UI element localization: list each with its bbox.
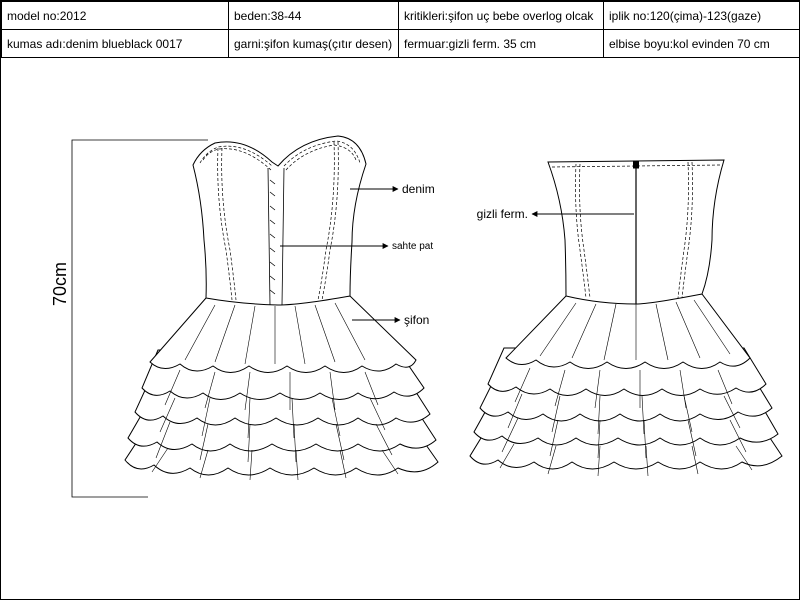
front-view [71,135,439,498]
sahte-pat-callout-label: sahte pat [392,241,433,252]
zipper-callout-label: gizli ferm. [477,207,528,221]
front-placket-marks [269,179,276,295]
back-view [469,159,783,477]
front-bodice [192,135,367,306]
back-tier-1 [505,293,751,369]
size-cell: beden:38-44 [228,1,399,30]
model-no-cell: model no:2012 [1,1,229,30]
spec-row: kumas adı:denim blueblack 0017 garni:şif… [1,29,800,58]
back-skirt [469,293,783,477]
back-right-princess-seam [677,161,693,299]
spec-row: model no:2012 beden:38-44 kritikleri:şif… [1,1,800,30]
garment-drawing: 70cm denim sahte pat şifon [50,135,783,498]
front-skirt-gather-lines [151,302,399,481]
front-tier-1 [149,295,417,373]
front-left-princess-seam [217,147,237,301]
length-label: 70cm [50,262,70,306]
zipper-pull-icon [633,160,639,169]
spec-table: model no:2012 beden:38-44 kritikleri:şif… [1,1,800,58]
zipper-cell: fermuar:gizli ferm. 35 cm [398,29,604,58]
thread-no-cell: iplik no:120(çima)-123(gaze) [603,1,800,30]
trim-cell: garni:şifon kumaş(çıtır desen) [228,29,399,58]
back-skirt-gather-lines [499,299,753,477]
denim-callout-label: denim [402,182,435,196]
front-skirt [124,295,439,481]
sifon-callout-label: şifon [404,313,429,327]
length-dimension-line [71,139,208,498]
front-faux-placket [267,167,285,306]
back-left-princess-seam [575,163,591,299]
fabric-name-cell: kumas adı:denim blueblack 0017 [1,29,229,58]
front-right-princess-seam [317,141,339,301]
back-bodice [547,159,725,305]
dress-length-cell: elbise boyu:kol evinden 70 cm [603,29,800,58]
critical-notes-cell: kritikleri:şifon uç bebe overlog olcak [398,1,604,30]
